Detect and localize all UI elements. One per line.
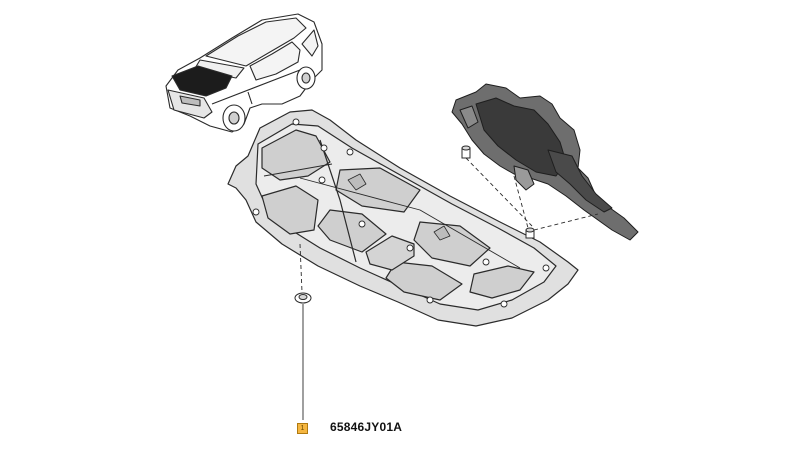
- part-number-label[interactable]: 65846JY01A: [330, 420, 403, 434]
- retaining-clip-icon[interactable]: [294, 292, 312, 304]
- hood-insulator-panel[interactable]: [227, 109, 579, 327]
- leader-lines: [299, 157, 599, 420]
- engine-cover-part[interactable]: [451, 83, 639, 241]
- hood-highlight: [171, 65, 233, 97]
- retaining-clip-icon[interactable]: [525, 227, 535, 239]
- car-outline-icon: [165, 13, 323, 133]
- callout-marker[interactable]: 1: [297, 423, 308, 434]
- retaining-clip-icon[interactable]: [461, 145, 471, 159]
